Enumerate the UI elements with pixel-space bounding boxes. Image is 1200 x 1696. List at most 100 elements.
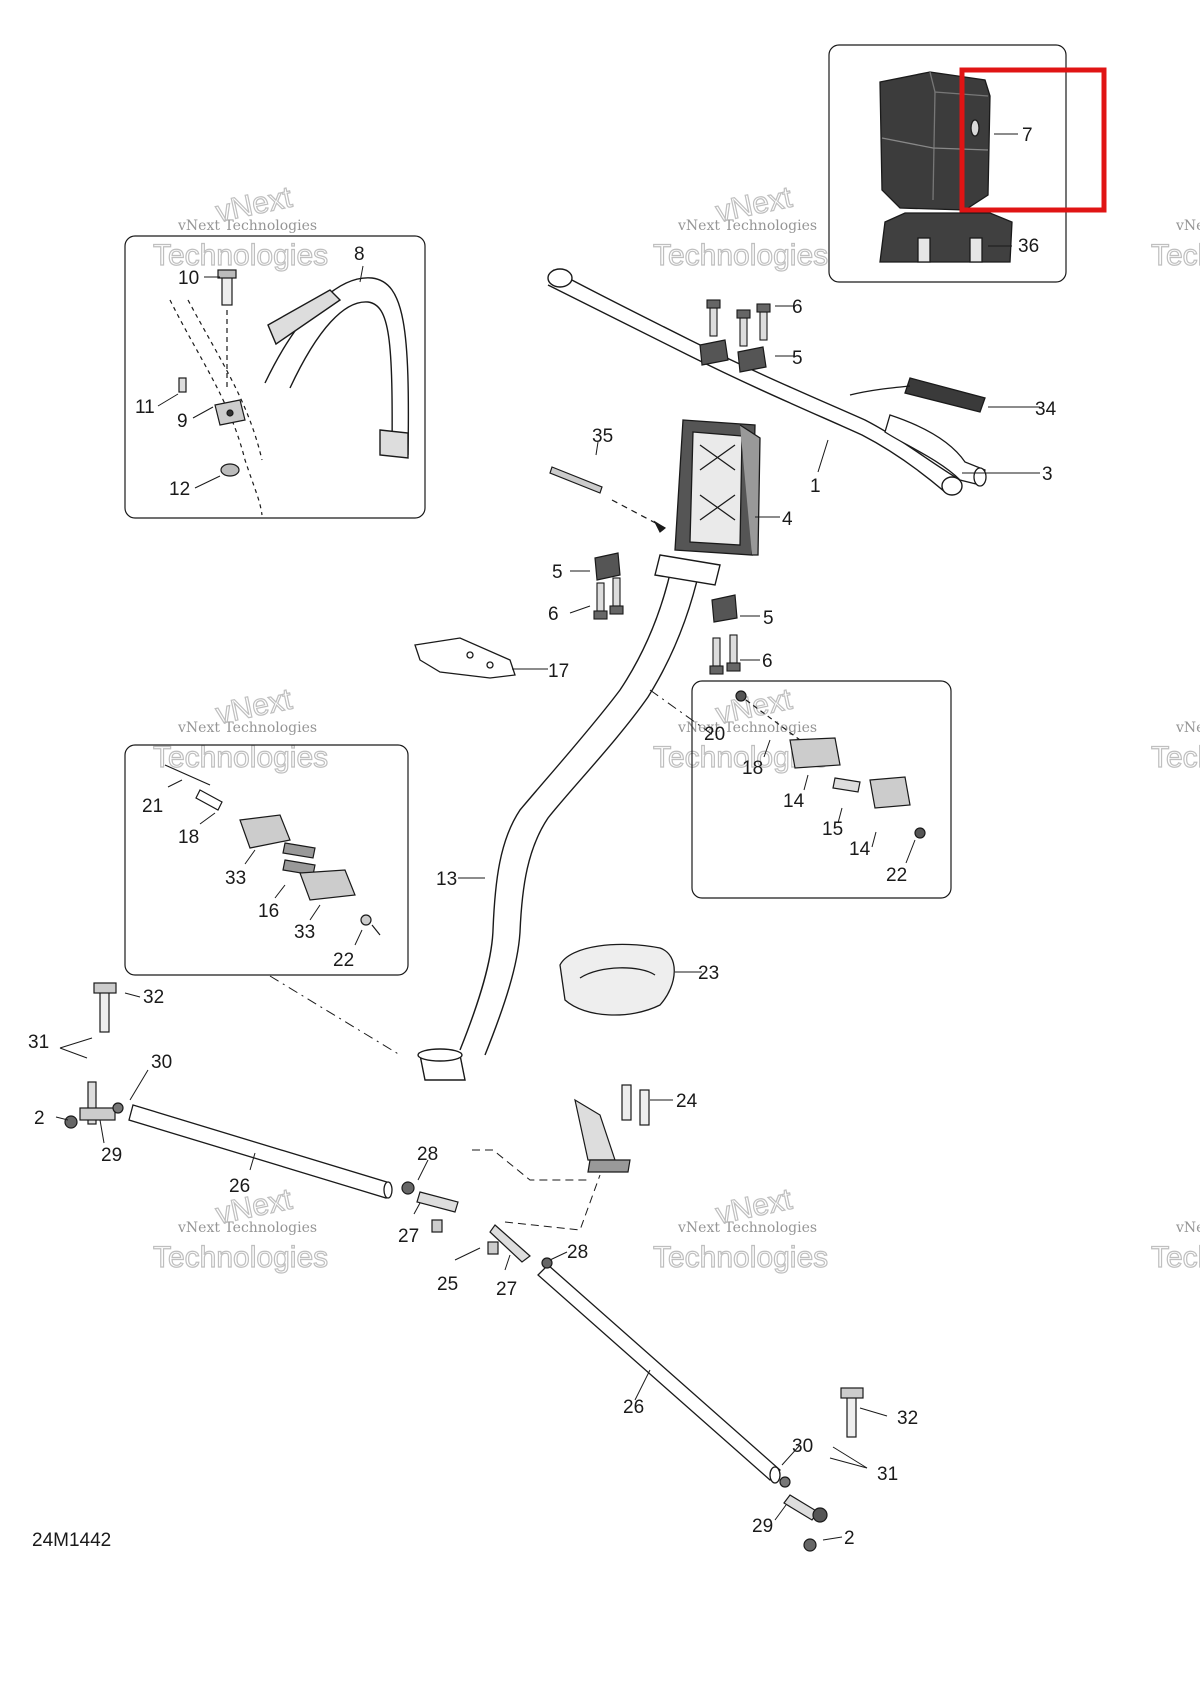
callout-31-left: 31 xyxy=(28,1032,49,1053)
grip-tube-part-8 xyxy=(264,277,410,459)
watermark: vNext Technologies Technologies vNext xyxy=(152,1182,328,1275)
callout-29-right: 29 xyxy=(752,1516,773,1537)
callout-33-lower: 33 xyxy=(294,922,315,943)
callout-22-left: 22 xyxy=(333,950,354,971)
svg-text:Technologies: Technologies xyxy=(153,239,328,272)
bolts-part-6 xyxy=(593,299,771,675)
watermark: vNext Technologies Technologies vNext xyxy=(652,180,828,273)
callout-6-top: 6 xyxy=(792,297,803,318)
callout-23: 23 xyxy=(698,963,719,984)
dashed-leaders xyxy=(472,1149,601,1231)
steering-column-part-13 xyxy=(417,554,721,1081)
figure-code: 24M1442 xyxy=(32,1530,111,1551)
bar-dashed xyxy=(169,299,263,516)
callout-16: 16 xyxy=(258,901,279,922)
callout-8: 8 xyxy=(354,244,365,265)
svg-text:Technologies: Technologies xyxy=(653,1241,828,1274)
tie-rod-right-part-26 xyxy=(537,1264,781,1484)
clamp-hardware xyxy=(178,269,246,477)
callout-3: 3 xyxy=(1042,464,1053,485)
callout-15: 15 xyxy=(822,819,843,840)
svg-text:Technologies: Technologies xyxy=(1151,239,1200,272)
callout-2-right: 2 xyxy=(844,1528,855,1549)
svg-text:Technologies: Technologies xyxy=(153,741,328,774)
riser-clamps xyxy=(594,339,767,623)
grip-part-3 xyxy=(884,414,987,487)
cover-part-7 xyxy=(879,71,991,211)
callout-13: 13 xyxy=(436,869,457,890)
right-bushing-parts xyxy=(735,690,926,839)
cover-part-36 xyxy=(879,212,1013,263)
callout-9: 9 xyxy=(177,411,188,432)
watermark-edge: vNext Technologies Technologies xyxy=(1150,720,1200,775)
svg-text:vNext Technologies: vNext Technologies xyxy=(177,1220,317,1236)
watermark: vNext Technologies Technologies vNext xyxy=(652,1182,828,1275)
svg-text:Technologies: Technologies xyxy=(653,239,828,272)
watermark: vNext Technologies Technologies vNext xyxy=(652,682,828,775)
inset-left-bushing-frame xyxy=(124,744,409,976)
callout-labels: 7 36 8 10 11 9 12 6 5 34 3 35 1 4 5 6 5 … xyxy=(28,125,1057,1549)
pin-part-35 xyxy=(549,466,667,533)
callout-18-right: 18 xyxy=(742,758,763,779)
watermark-edge: vNext Technologies Technologies xyxy=(1150,218,1200,273)
callout-22-right: 22 xyxy=(886,865,907,886)
svg-text:Technologies: Technologies xyxy=(1151,1241,1200,1274)
rod-ends xyxy=(64,982,864,1552)
inset-cover-frame xyxy=(828,44,1067,283)
inset-right-bushing-frame xyxy=(691,680,952,899)
callout-6-left: 6 xyxy=(548,604,559,625)
svg-text:vNext Technologies: vNext Technologies xyxy=(1175,720,1200,736)
svg-text:Technologies: Technologies xyxy=(1151,741,1200,774)
watermark-edge: vNext Technologies Technologies xyxy=(1150,1220,1200,1275)
svg-text:vNext Technologies: vNext Technologies xyxy=(177,720,317,736)
callout-35: 35 xyxy=(592,426,613,447)
callout-5-right: 5 xyxy=(763,608,774,629)
svg-text:vNext Technologies: vNext Technologies xyxy=(677,720,817,736)
inset-clamp-frame xyxy=(124,235,426,519)
svg-text:vNext Technologies: vNext Technologies xyxy=(677,1220,817,1236)
callout-21: 21 xyxy=(142,796,163,817)
callout-10: 10 xyxy=(178,268,199,289)
callout-6-right: 6 xyxy=(762,651,773,672)
left-bushing-parts xyxy=(164,764,381,936)
callout-1: 1 xyxy=(810,476,821,497)
plate-part-17 xyxy=(414,637,516,679)
callout-11: 11 xyxy=(135,397,155,418)
svg-text:vNext Technologies: vNext Technologies xyxy=(1175,218,1200,234)
callout-17: 17 xyxy=(548,661,569,682)
guide-part-23 xyxy=(559,943,675,1016)
bracket-part-24 xyxy=(574,1084,650,1173)
grip-part-34 xyxy=(849,377,986,413)
watermark: vNext Technologies Technologies vNext xyxy=(152,682,328,775)
callout-20: 20 xyxy=(704,724,725,745)
callout-25: 25 xyxy=(437,1274,458,1295)
svg-text:vNext Technologies: vNext Technologies xyxy=(677,218,817,234)
callout-30-left: 30 xyxy=(151,1052,172,1073)
callout-2-left: 2 xyxy=(34,1108,45,1129)
callout-5-left: 5 xyxy=(552,562,563,583)
callout-28-right: 28 xyxy=(567,1242,588,1263)
highlight-box xyxy=(959,67,1107,213)
callout-33-upper: 33 xyxy=(225,868,246,889)
leader-dashdot xyxy=(269,975,401,1056)
callout-7: 7 xyxy=(1022,125,1033,146)
leader-lines xyxy=(55,133,1040,1541)
svg-text:vNext Technologies: vNext Technologies xyxy=(177,218,317,234)
leader-dashdot xyxy=(649,689,721,741)
callout-14-upper: 14 xyxy=(783,791,805,812)
callout-4: 4 xyxy=(782,509,793,530)
callout-32-left: 32 xyxy=(143,987,164,1008)
callout-30-right: 30 xyxy=(792,1436,813,1457)
inset-frames xyxy=(124,44,1067,976)
callout-36: 36 xyxy=(1018,236,1039,257)
callout-26-left: 26 xyxy=(229,1176,250,1197)
svg-text:Technologies: Technologies xyxy=(153,1241,328,1274)
callout-34: 34 xyxy=(1035,399,1057,420)
callout-18-left: 18 xyxy=(178,827,199,848)
callout-31-right: 31 xyxy=(877,1464,898,1485)
tie-rod-left-part-26 xyxy=(128,1104,393,1199)
callout-27-left: 27 xyxy=(398,1226,419,1247)
callout-24: 24 xyxy=(676,1091,698,1112)
